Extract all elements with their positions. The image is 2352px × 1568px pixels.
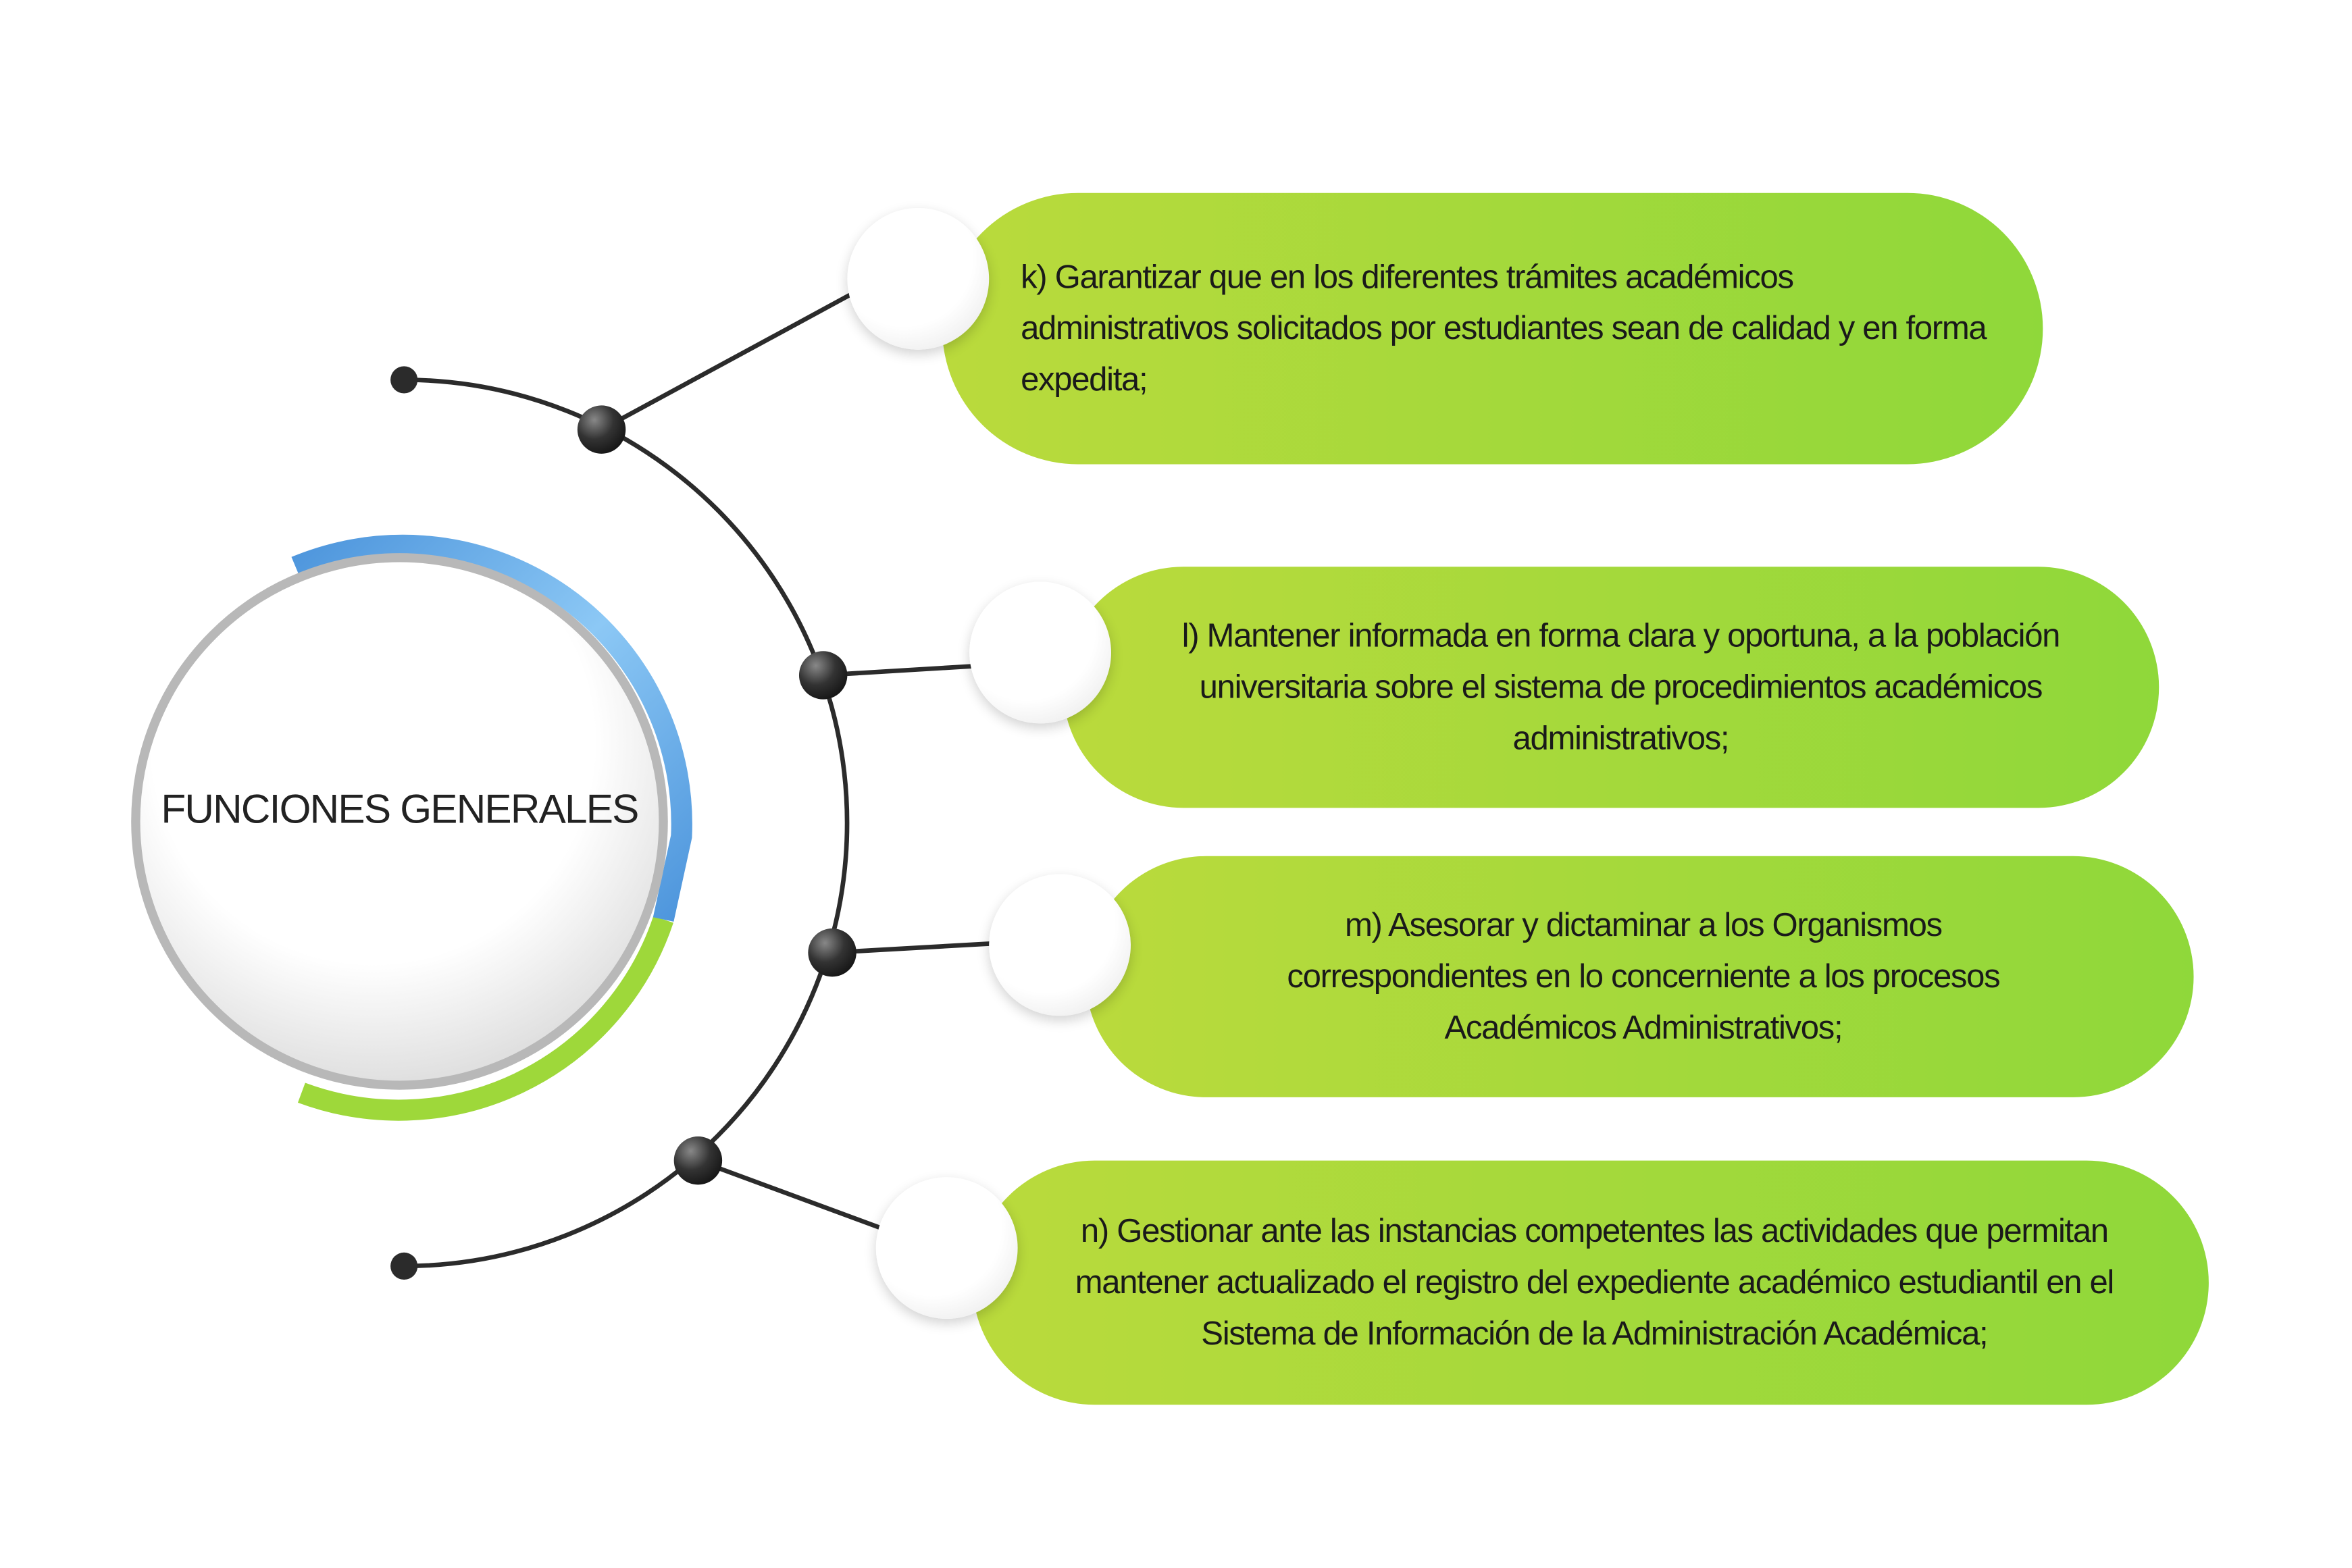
bubble-n [875,1177,1018,1319]
item-l-pill: l) Mantener informada en forma clara y o… [1063,567,2159,808]
blue-ring-arc [291,534,692,922]
bubble-m [989,874,1131,1016]
node-dot [673,1136,723,1185]
item-n-text: n) Gestionar ante las instancias compete… [1075,1211,2115,1353]
node-dot [577,405,626,454]
item-m-text: m) Asesorar y dictaminar a los Organismo… [1287,906,2000,1047]
item-n-pill: n) Gestionar ante las instancias compete… [972,1160,2209,1405]
item-l-text: l) Mantener informada en forma clara y o… [1181,616,2061,757]
arc-end-dot [390,1252,418,1280]
center-title: FUNCIONES GENERALES [161,787,639,833]
item-m-pill: m) Asesorar y dictaminar a los Organismo… [1085,856,2194,1097]
bubble-k [847,208,990,350]
connector-line [823,664,973,678]
center-circle [131,553,668,1090]
bubble-l [969,581,1111,724]
green-ring-arc [297,916,673,1121]
arc-end-dot [390,366,418,394]
item-k-text: k) Garantizar que en los diferentes trám… [1021,257,1987,398]
item-k-pill: k) Garantizar que en los diferentes trám… [942,192,2043,465]
connector-line [697,1158,883,1231]
connector-line [600,292,853,432]
node-dot [798,651,848,700]
connector-line [832,941,992,955]
node-dot [808,928,857,977]
